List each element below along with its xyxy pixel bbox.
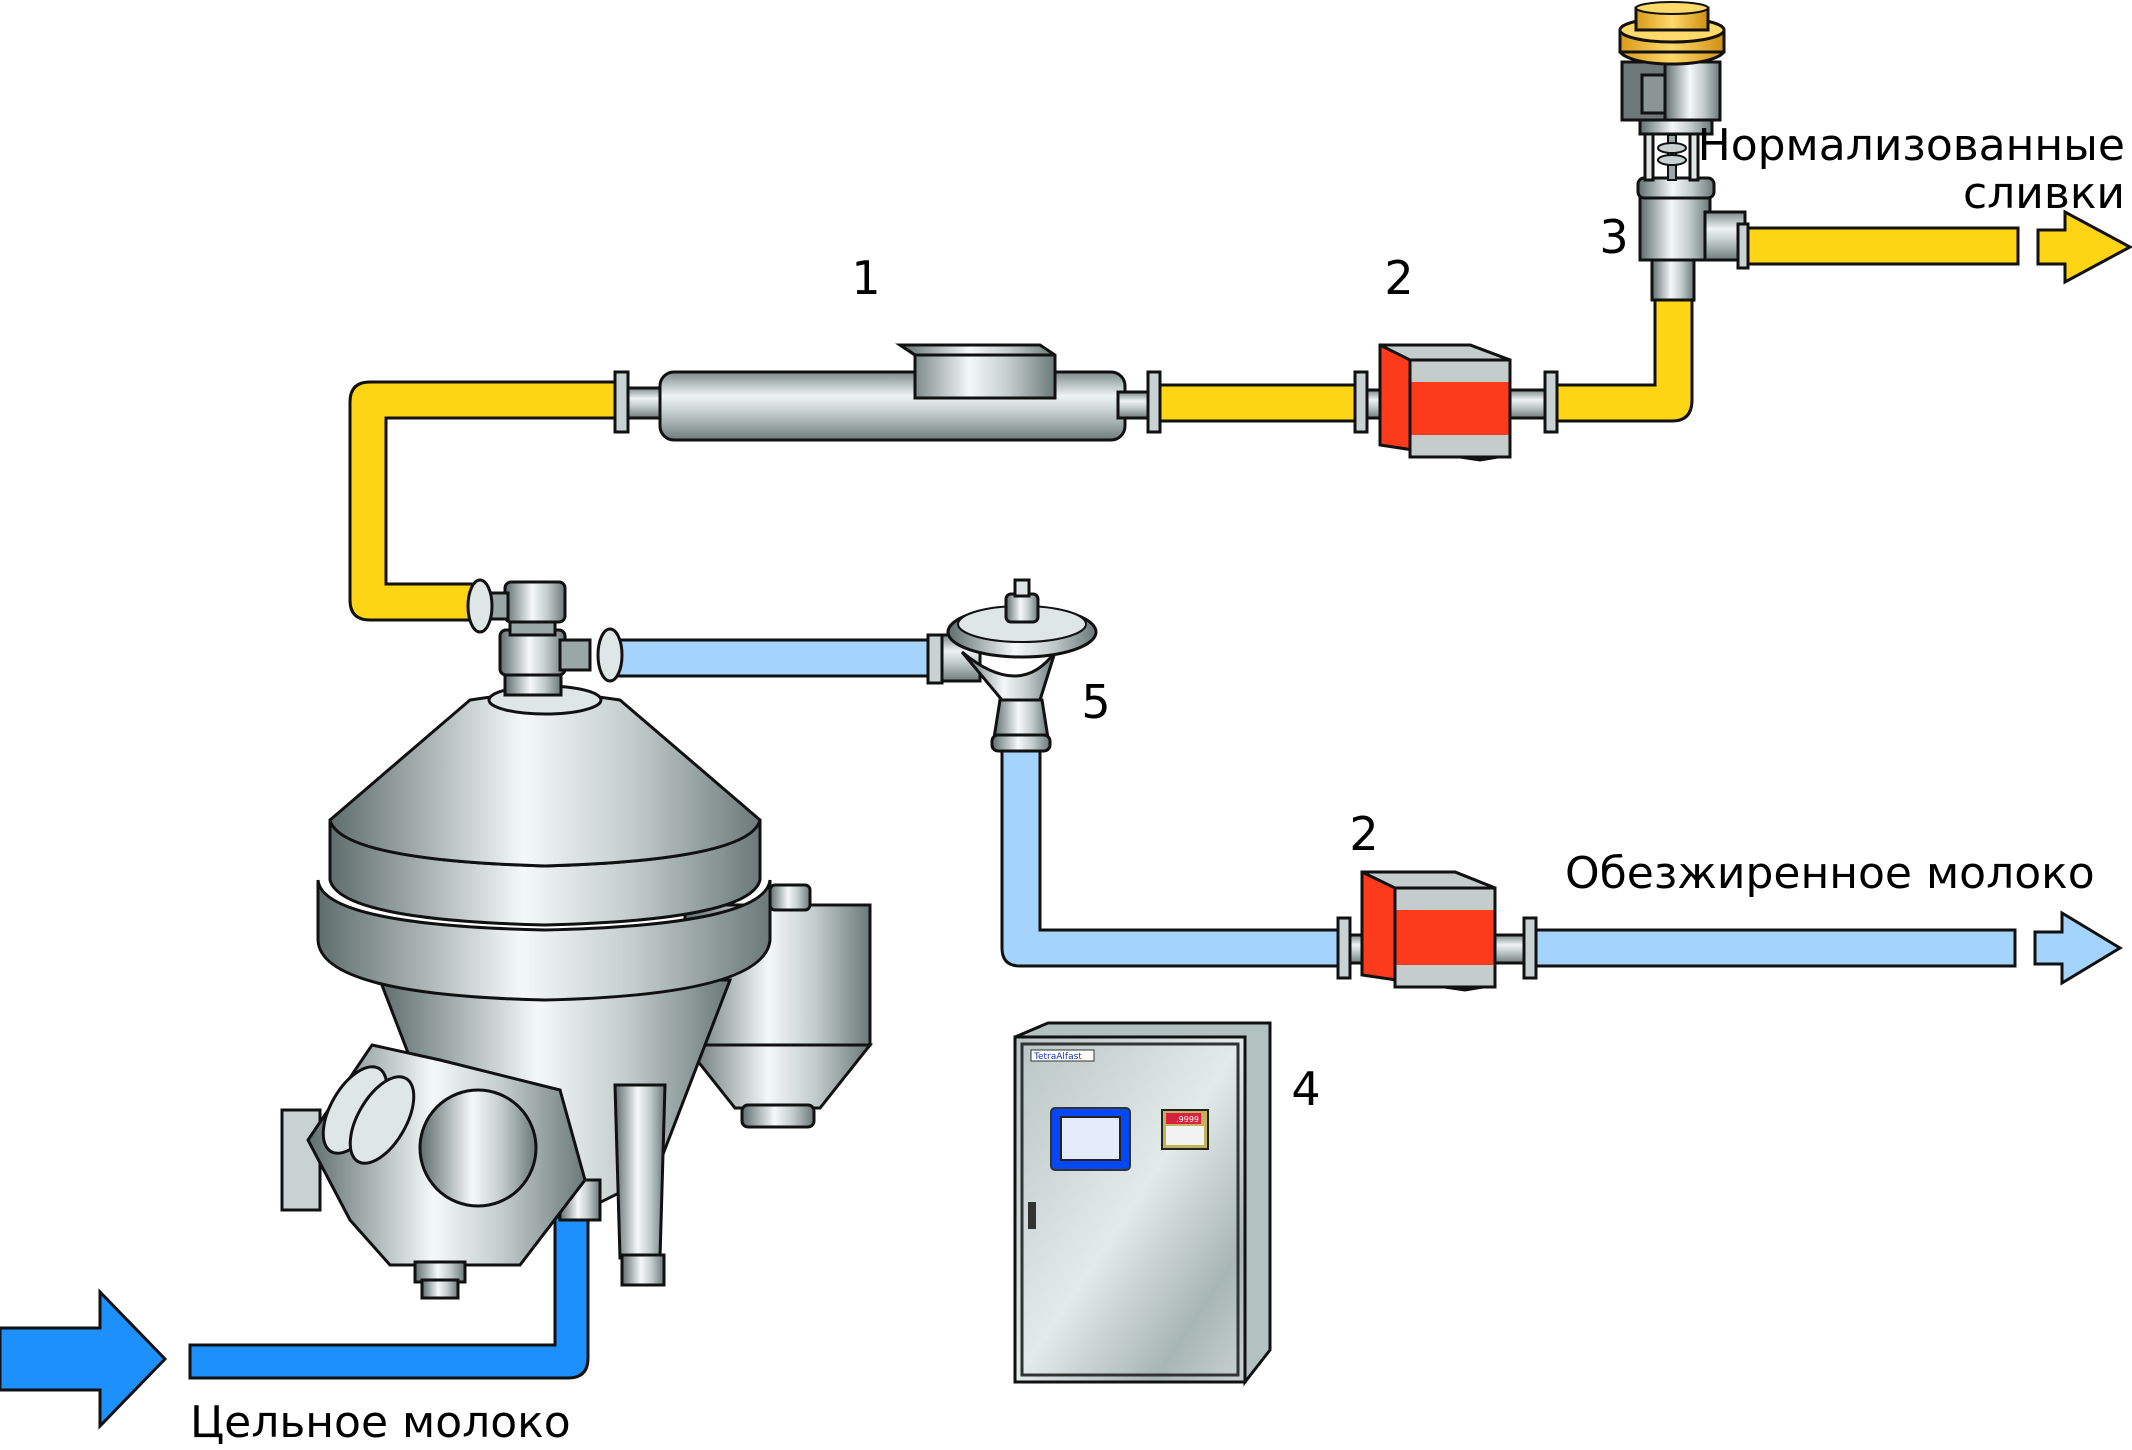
- cream-pipe-segment: [1158, 383, 1362, 423]
- constant-pressure-valve[interactable]: [926, 578, 1098, 753]
- inlet-label: Цельное молоко: [190, 1397, 571, 1448]
- brand-plate-text: TetraAlfast: [1033, 1052, 1082, 1062]
- cream-pipe-to-valve: [1553, 298, 1694, 423]
- skim-line: [610, 638, 2123, 986]
- flow-transmitter-cream[interactable]: [1353, 343, 1559, 462]
- separator[interactable]: [280, 578, 874, 1300]
- label-2-cream: 2: [1384, 251, 1413, 305]
- control-panel[interactable]: [1013, 1021, 1272, 1387]
- skim-outlet-pipe: [1533, 928, 2017, 968]
- flow-transmitter-skim[interactable]: [1336, 870, 1538, 992]
- label-2-skim: 2: [1349, 807, 1378, 861]
- recorder-display-value: .9999: [1176, 1115, 1199, 1124]
- cream-out-label-line1: Нормализованные: [1698, 120, 2125, 171]
- skim-out-label: Обезжиренное молоко: [1565, 848, 2095, 899]
- label-3: 3: [1599, 210, 1628, 264]
- skim-outlet-arrow-icon: [2033, 910, 2123, 986]
- control-valve[interactable]: [1618, 1, 1750, 302]
- skim-pipe-from-separator: [610, 638, 954, 678]
- label-5: 5: [1081, 675, 1110, 729]
- cream-outlet-arrow-icon: [2036, 209, 2132, 285]
- skim-pipe-down: [1000, 748, 1342, 968]
- label-1: 1: [851, 251, 880, 305]
- cream-out-label-line2: сливки: [1963, 168, 2125, 219]
- inlet-arrow-icon: [0, 1288, 168, 1430]
- brand-plate: [1030, 1049, 1095, 1062]
- density-transmitter[interactable]: [613, 343, 1162, 442]
- cream-outlet-pipe: [1738, 226, 2020, 266]
- whole-milk-line: [0, 1198, 590, 1430]
- door-handle[interactable]: [1028, 1202, 1036, 1229]
- label-4: 4: [1291, 1062, 1320, 1116]
